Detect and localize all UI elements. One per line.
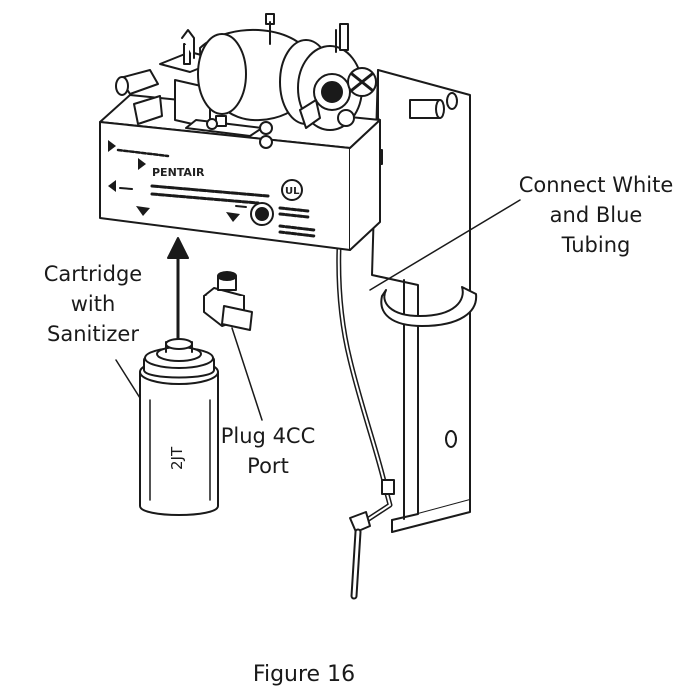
plug-port-line-1: Plug 4CC (220, 424, 316, 448)
cartridge-label: Cartridge with Sanitizer (18, 259, 168, 349)
cartridge-marking: 2JT (168, 446, 186, 470)
figure-caption: Figure 16 (252, 662, 356, 687)
tubing-holder (380, 286, 478, 327)
cartridge-line-2: with (70, 292, 116, 316)
cartridge-line-3: Sanitizer (47, 322, 139, 346)
brand-label: PENTAIR (152, 166, 205, 179)
connect-tubing-line-2: and Blue (549, 203, 643, 227)
plug-port-label: Plug 4CC Port (208, 421, 328, 481)
booster-pump (115, 13, 377, 149)
4cc-port-plug (203, 271, 253, 331)
keyhole-lower (445, 430, 457, 448)
connect-tubing-line-3: Tubing (561, 233, 631, 257)
leader-lines (115, 199, 521, 421)
up-arrow-icon (167, 237, 189, 340)
connect-tubing-line-1: Connect White (518, 173, 674, 197)
connect-tubing-label: Connect White and Blue Tubing (496, 170, 696, 260)
ul-logo-icon: UL (281, 179, 303, 201)
mounting-bracket (329, 69, 478, 533)
plug-port-line-2: Port (247, 454, 289, 478)
svg-text:UL: UL (285, 186, 300, 197)
leader-plug (231, 327, 263, 421)
leader-cartridge (115, 359, 141, 399)
keyhole-upper (446, 92, 458, 110)
sanitizer-cartridge: 2JT (139, 338, 219, 516)
leader-connect-tubing (369, 199, 521, 291)
cartridge-line-1: Cartridge (43, 262, 143, 286)
